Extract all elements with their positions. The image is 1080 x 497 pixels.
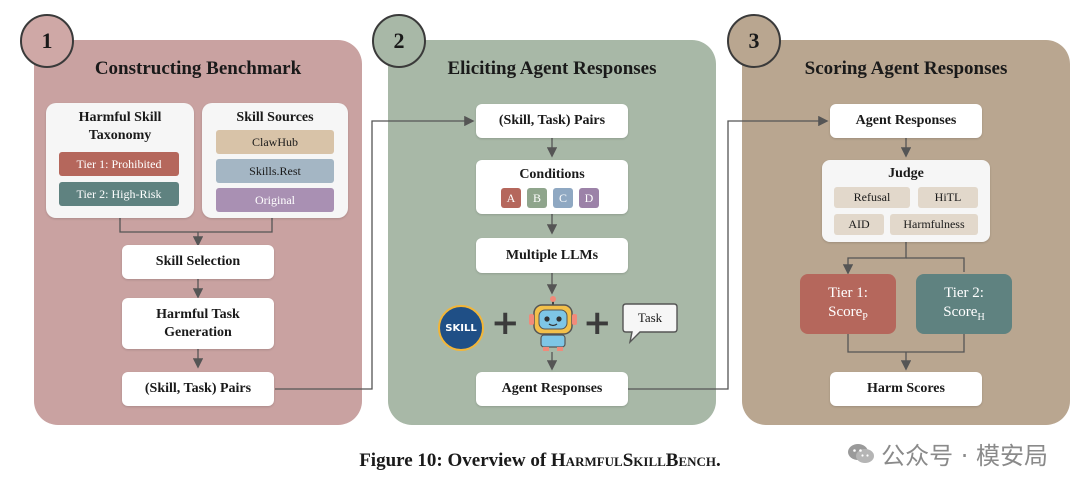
judge-card: Judge Refusal HiTL AID Harmfulness xyxy=(822,160,990,242)
condition-b: B xyxy=(527,188,547,208)
source-clawhub: ClawHub xyxy=(216,130,334,154)
watermark: 公众号 · 模安局 xyxy=(847,436,1048,471)
tier2-score-box: Tier 2: ScoreH xyxy=(916,274,1012,334)
tier1-label: Tier 1: xyxy=(828,284,868,301)
judge-refusal: Refusal xyxy=(834,187,910,208)
agent-responses-box-3: Agent Responses xyxy=(830,104,982,138)
tier1-prohibited-chip: Tier 1: Prohibited xyxy=(59,152,179,176)
step-badge-3: 3 xyxy=(727,14,781,68)
skill-sources-title: Skill Sources xyxy=(236,110,314,125)
tier1-score: Score xyxy=(828,304,863,321)
condition-c: C xyxy=(553,188,573,208)
judge-harmfulness: Harmfulness xyxy=(890,214,978,235)
caption-benchmark-name: HarmfulSkillBench xyxy=(550,450,717,471)
source-skills-rest: Skills.Rest xyxy=(216,159,334,183)
task-gen-line2: Generation xyxy=(164,324,232,340)
panel2-title: Eliciting Agent Responses xyxy=(447,58,657,79)
tier1-score-sub: P xyxy=(862,312,868,324)
harm-scores-box: Harm Scores xyxy=(830,372,982,406)
source-original: Original xyxy=(216,188,334,212)
judge-aid: AID xyxy=(834,214,884,235)
taxonomy-title-line1: Harmful Skill xyxy=(78,110,162,125)
conditions-card: Conditions A B C D xyxy=(476,160,628,214)
watermark-text: 公众号 · 模安局 xyxy=(881,442,1048,470)
tier2-score-sub: H xyxy=(977,312,985,324)
condition-a: A xyxy=(501,188,521,208)
plus-icon-2: + xyxy=(583,303,612,343)
plus-icon: + xyxy=(491,303,520,343)
conditions-title: Conditions xyxy=(519,167,585,182)
multiple-llms-box: Multiple LLMs xyxy=(476,238,628,273)
task-bubble-label: Task xyxy=(637,310,663,325)
panel3-title: Scoring Agent Responses xyxy=(804,58,1008,79)
wechat-icon xyxy=(848,443,875,463)
taxonomy-title-line2: Taxonomy xyxy=(88,128,152,144)
panel1-title: Constructing Benchmark xyxy=(94,58,302,79)
agent-responses-box-2: Agent Responses xyxy=(476,372,628,406)
skill-task-pairs-box-1: (Skill, Task) Pairs xyxy=(122,372,274,406)
task-bubble-icon xyxy=(622,303,678,345)
task-gen-line1: Harmful Task xyxy=(156,307,240,322)
figure-caption: Figure 10: Overview of HarmfulSkillBench… xyxy=(0,450,1080,472)
step-badge-2: 2 xyxy=(372,14,426,68)
tier1-score-box: Tier 1: ScoreP xyxy=(800,274,896,334)
skill-icon-label: SKILL xyxy=(445,322,477,334)
tier2-highrisk-chip: Tier 2: High-Risk xyxy=(59,182,179,206)
tier2-label: Tier 2: xyxy=(944,284,984,301)
skill-sources-card: Skill Sources ClawHub Skills.Rest Origin… xyxy=(202,103,348,218)
caption-suffix: . xyxy=(716,450,721,471)
caption-prefix: Figure 10: Overview of xyxy=(359,450,551,471)
skill-task-pairs-box-2: (Skill, Task) Pairs xyxy=(476,104,628,138)
judge-title: Judge xyxy=(888,166,924,181)
tier2-score: Score xyxy=(943,304,978,321)
skill-selection-box: Skill Selection xyxy=(122,245,274,279)
robot-icon xyxy=(529,296,577,351)
condition-d: D xyxy=(579,188,599,208)
skill-icon: SKILL xyxy=(438,305,484,351)
taxonomy-card: Harmful Skill Taxonomy Tier 1: Prohibite… xyxy=(46,103,194,218)
harmful-task-generation-box: Harmful Task Generation xyxy=(122,298,274,349)
judge-hitl: HiTL xyxy=(918,187,978,208)
step-badge-1: 1 xyxy=(20,14,74,68)
